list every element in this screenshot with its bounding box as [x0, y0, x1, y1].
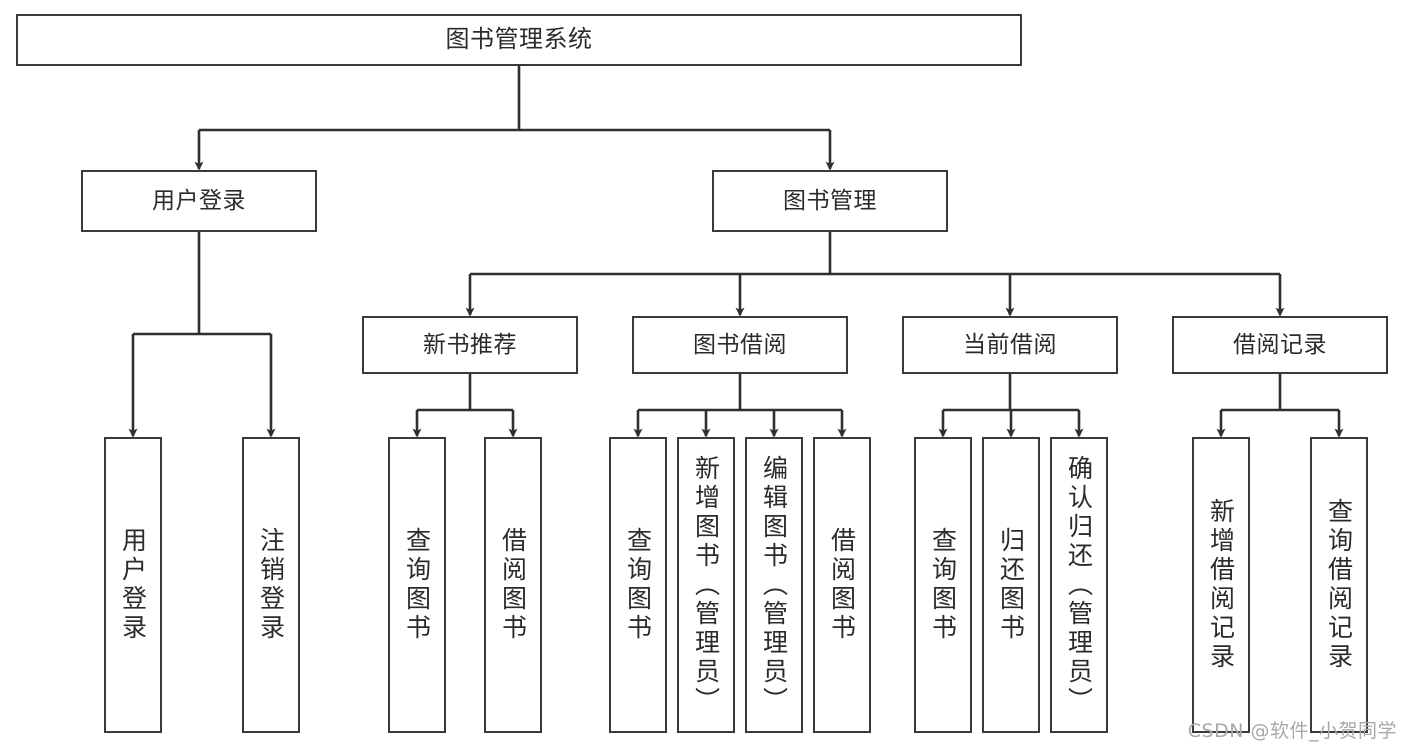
- node-label-new-book-rec: 新书推荐: [423, 331, 517, 358]
- node-leaf-bb-query[interactable]: 查询图书: [609, 437, 667, 733]
- node-label-leaf-cb-return: 归还图书: [996, 527, 1026, 643]
- node-label-leaf-user-login: 用户登录: [118, 527, 148, 643]
- node-leaf-br-query[interactable]: 查询借阅记录: [1310, 437, 1368, 733]
- node-leaf-cb-query[interactable]: 查询图书: [914, 437, 972, 733]
- node-leaf-bb-edit[interactable]: 编辑图书（管理员）: [745, 437, 803, 733]
- node-label-leaf-br-query: 查询借阅记录: [1324, 498, 1354, 672]
- node-label-leaf-cb-query: 查询图书: [928, 527, 958, 643]
- node-user-login[interactable]: 用户登录: [81, 170, 317, 232]
- node-label-leaf-bb-add: 新增图书（管理员）: [691, 454, 721, 716]
- node-leaf-bb-borrow[interactable]: 借阅图书: [813, 437, 871, 733]
- node-label-leaf-cb-confirm: 确认归还（管理员）: [1064, 454, 1094, 716]
- node-label-leaf-br-add: 新增借阅记录: [1206, 498, 1236, 672]
- node-label-leaf-user-logout: 注销登录: [256, 527, 286, 643]
- watermark-text: CSDN @软件_小贺同学: [1187, 720, 1397, 742]
- node-label-leaf-bb-edit: 编辑图书（管理员）: [759, 454, 789, 716]
- node-leaf-rec-query[interactable]: 查询图书: [388, 437, 446, 733]
- node-label-leaf-rec-query: 查询图书: [402, 527, 432, 643]
- node-leaf-user-logout[interactable]: 注销登录: [242, 437, 300, 733]
- node-root[interactable]: 图书管理系统: [16, 14, 1022, 66]
- node-leaf-rec-borrow[interactable]: 借阅图书: [484, 437, 542, 733]
- node-label-book-borrow: 图书借阅: [693, 331, 787, 358]
- node-leaf-user-login[interactable]: 用户登录: [104, 437, 162, 733]
- node-leaf-br-add[interactable]: 新增借阅记录: [1192, 437, 1250, 733]
- node-label-root: 图书管理系统: [445, 25, 593, 54]
- node-new-book-rec[interactable]: 新书推荐: [362, 316, 578, 374]
- node-label-leaf-bb-borrow: 借阅图书: [827, 527, 857, 643]
- node-label-borrow-record: 借阅记录: [1233, 331, 1327, 358]
- node-leaf-cb-return[interactable]: 归还图书: [982, 437, 1040, 733]
- node-current-borrow[interactable]: 当前借阅: [902, 316, 1118, 374]
- node-label-book-manage: 图书管理: [783, 187, 877, 214]
- node-leaf-bb-add[interactable]: 新增图书（管理员）: [677, 437, 735, 733]
- node-book-borrow[interactable]: 图书借阅: [632, 316, 848, 374]
- node-label-leaf-rec-borrow: 借阅图书: [498, 527, 528, 643]
- node-label-current-borrow: 当前借阅: [963, 331, 1057, 358]
- node-borrow-record[interactable]: 借阅记录: [1172, 316, 1388, 374]
- node-label-leaf-bb-query: 查询图书: [623, 527, 653, 643]
- node-leaf-cb-confirm[interactable]: 确认归还（管理员）: [1050, 437, 1108, 733]
- node-label-user-login: 用户登录: [152, 187, 246, 214]
- node-book-manage[interactable]: 图书管理: [712, 170, 948, 232]
